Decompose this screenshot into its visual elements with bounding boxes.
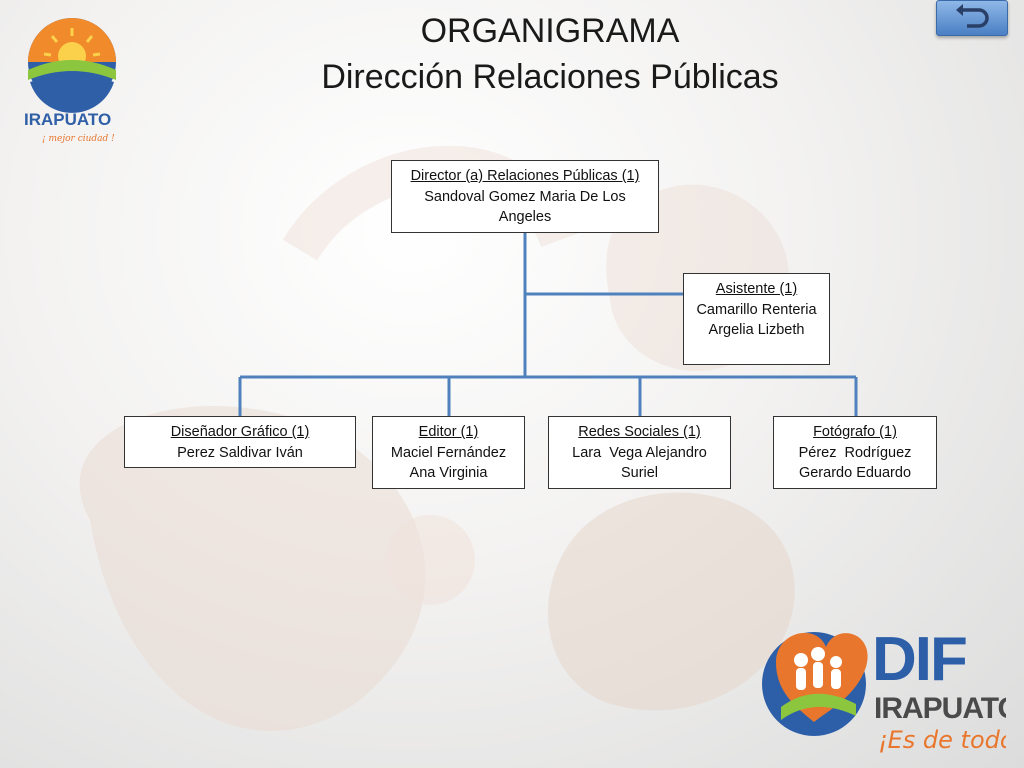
dif-logo-sub: IRAPUATO xyxy=(874,692,1006,725)
irapuato-logo: IRAPUATO ¡ mejor ciudad ! xyxy=(24,18,116,144)
node-disenador-role: Diseñador Gráfico (1) xyxy=(170,424,310,440)
irapuato-logo-name: IRAPUATO xyxy=(24,110,111,129)
node-director-role: Director (a) Relaciones Públicas (1) xyxy=(410,168,640,184)
node-redes-role: Redes Sociales (1) xyxy=(578,424,701,440)
node-asistente-role: Asistente (1) xyxy=(715,281,798,297)
node-asistente: Asistente (1) Camarillo Renteria Argelia… xyxy=(683,273,830,365)
node-editor: Editor (1) Maciel Fernández Ana Virginia xyxy=(372,416,525,489)
dif-logo-slogan: ¡Es de todos! xyxy=(878,726,1006,754)
node-redes-name: Lara Vega Alejandro Suriel xyxy=(572,444,711,482)
page-subtitle: Dirección Relaciones Públicas xyxy=(321,58,779,96)
return-arrow-icon xyxy=(956,4,989,28)
node-disenador: Diseñador Gráfico (1) Perez Saldivar Ivá… xyxy=(124,416,356,468)
node-fotografo: Fotógrafo (1) Pérez Rodríguez Gerardo Ed… xyxy=(773,416,937,489)
node-fotografo-role: Fotógrafo (1) xyxy=(813,424,897,440)
page-title: ORGANIGRAMA xyxy=(420,12,680,50)
irapuato-logo-slogan: ¡ mejor ciudad ! xyxy=(42,134,115,144)
node-director-name: Sandoval Gomez Maria De Los Angeles xyxy=(424,188,629,226)
node-disenador-name: Perez Saldivar Iván xyxy=(177,444,303,461)
node-fotografo-name: Pérez Rodríguez Gerardo Eduardo xyxy=(798,444,916,482)
node-redes-sociales: Redes Sociales (1) Lara Vega Alejandro S… xyxy=(548,416,731,489)
dif-logo-name: DIF xyxy=(872,625,966,694)
dif-irapuato-logo: DIF IRAPUATO ¡Es de todos! xyxy=(762,625,1006,754)
node-director: Director (a) Relaciones Públicas (1) San… xyxy=(391,160,659,233)
node-editor-role: Editor (1) xyxy=(418,424,479,440)
back-button[interactable] xyxy=(936,0,1008,36)
node-asistente-name: Camarillo Renteria Argelia Lizbeth xyxy=(696,301,820,339)
node-editor-name: Maciel Fernández Ana Virginia xyxy=(390,444,510,482)
